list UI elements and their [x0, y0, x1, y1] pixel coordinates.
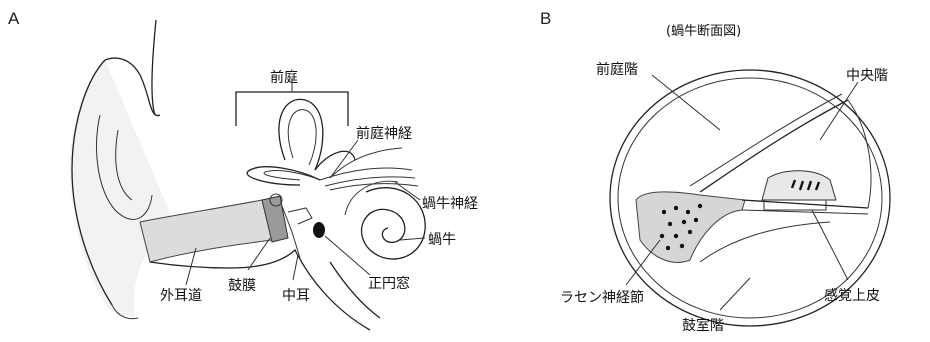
panel-b-letter: B [540, 9, 551, 28]
spiral-ganglion-region [636, 192, 745, 263]
round-window-shape [313, 222, 325, 238]
basilar-membrane [742, 200, 868, 208]
semicircular-canals [247, 99, 355, 185]
auricle [70, 20, 265, 319]
label-vestibular-nerve: 前庭神経 [356, 125, 412, 142]
label-scala-tympani: 鼓室階 [682, 317, 724, 334]
cochlea-spiral [345, 181, 425, 259]
label-middle-ear: 中耳 [282, 288, 310, 304]
nerve-bundle [320, 148, 418, 190]
label-spiral-ganglion: ラセン神経節 [560, 289, 644, 306]
label-scala-vestibuli: 前庭階 [596, 61, 638, 78]
label-cochlea: 蝸牛 [428, 232, 456, 248]
label-round-window: 正円窓 [368, 275, 410, 292]
panel-b-title: (蝸牛断面図) [666, 24, 741, 39]
panel-a: A [8, 9, 478, 330]
vestibule-bracket [236, 92, 348, 126]
panel-a-letter: A [8, 9, 20, 28]
label-ear-canal: 外耳道 [160, 288, 202, 304]
label-scala-media: 中央階 [846, 68, 888, 84]
label-eardrum: 鼓膜 [228, 278, 256, 294]
label-vestibule: 前庭 [270, 69, 298, 86]
label-organ-of-corti: 感覚上皮 [824, 287, 880, 304]
label-cochlear-nerve: 蝸牛神経 [422, 196, 478, 212]
panel-b: B (蝸牛断面図) 前庭階 [540, 9, 890, 334]
